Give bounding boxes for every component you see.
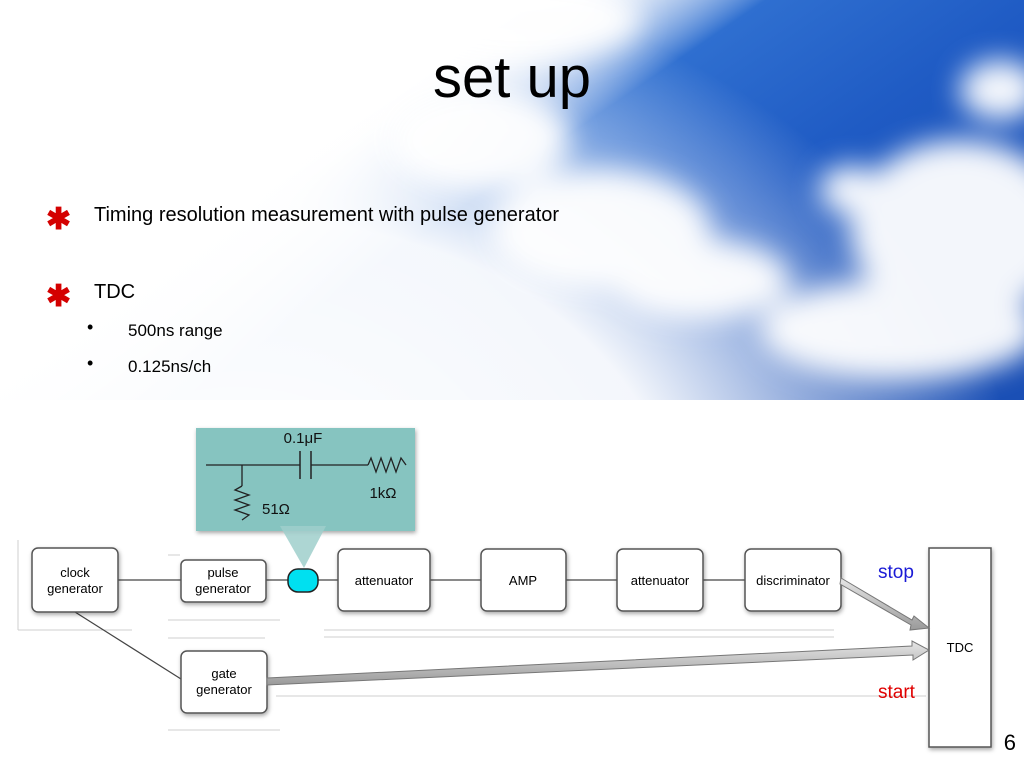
coupling-circuit-connector — [287, 568, 319, 593]
capacitor-label: 0.1μF — [284, 430, 323, 447]
amp-label: AMP — [509, 573, 537, 588]
clock-generator-label-line2: generator — [47, 581, 103, 596]
stop-arrow — [839, 577, 931, 631]
page-number: 6 — [1003, 730, 1016, 755]
attenuator-2-label: attenuator — [631, 573, 690, 588]
amp-block: AMP — [480, 548, 567, 612]
pulse-generator-label-line1: pulse — [207, 565, 238, 580]
start-label: start — [878, 682, 916, 703]
sub-bullet-text: 0.125ns/ch — [128, 357, 212, 376]
bullet-text: Timing resolution measurement with pulse… — [94, 204, 560, 226]
stop-label: stop — [878, 562, 914, 583]
clock-generator-label-line1: clock — [60, 565, 90, 580]
tdc-block: TDC — [928, 547, 992, 748]
red-asterisk-icon: ✱ — [46, 280, 72, 313]
start-arrow — [266, 640, 931, 686]
attenuator-1-block: attenuator — [337, 548, 431, 612]
attenuator-2-block: attenuator — [616, 548, 704, 612]
sub-bullet-text: 500ns range — [128, 321, 223, 340]
pulse-generator-block: pulse generator — [180, 559, 267, 603]
circuit-inset: 0.1μF 1kΩ 51Ω — [196, 428, 415, 568]
gate-generator-label-line2: generator — [196, 682, 252, 697]
attenuator-1-label: attenuator — [355, 573, 414, 588]
red-asterisk-icon: ✱ — [46, 203, 72, 236]
signal-wires — [74, 579, 745, 680]
gate-generator-block: gate generator — [180, 650, 268, 714]
tdc-label: TDC — [947, 640, 974, 655]
load-resistor-label: 1kΩ — [369, 485, 396, 502]
reflection-lines — [17, 540, 926, 731]
discriminator-block: discriminator — [744, 548, 842, 612]
termination-resistor-label: 51Ω — [262, 501, 290, 518]
pulse-generator-label-line2: generator — [195, 581, 251, 596]
clock-generator-block: clock generator — [31, 547, 119, 613]
discriminator-label: discriminator — [756, 573, 830, 588]
gate-generator-label-line1: gate — [211, 666, 236, 681]
bullet-text: TDC — [94, 281, 136, 303]
bullet-dot-icon: • — [87, 353, 94, 373]
bullet-dot-icon: • — [87, 317, 94, 337]
slide-title: set up — [433, 45, 591, 110]
